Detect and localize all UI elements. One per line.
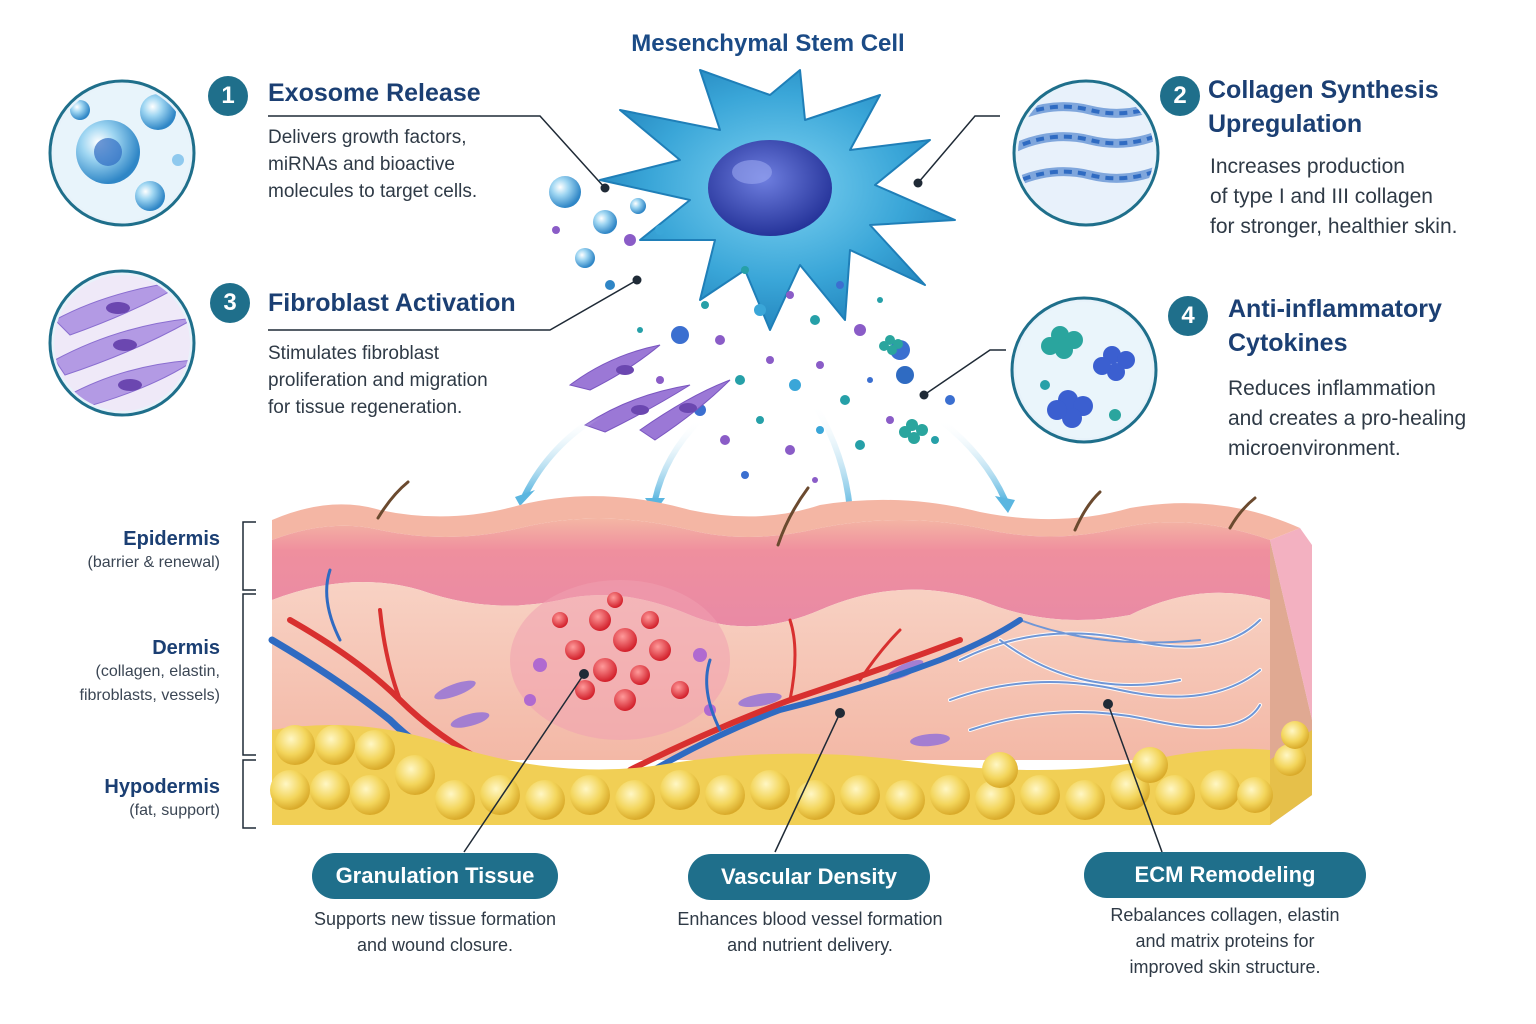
- outcome-desc-vascular-density: Enhances blood vessel formation and nutr…: [677, 909, 943, 955]
- layer-label-epidermis: Epidermis (barrier & renewal): [87, 528, 220, 571]
- granulation-cells: [524, 592, 716, 716]
- cytokine-thumbnail: [1010, 296, 1158, 444]
- outcome-label-vascular-density: Vascular Density: [688, 854, 930, 900]
- fat-cells: [270, 721, 1309, 820]
- panel-title-exosome-release: Exosome Release: [268, 79, 481, 107]
- flow-arrows: [522, 402, 1008, 513]
- layer-label-dermis: Dermis (collagen, elastin, fibroblasts, …: [79, 637, 221, 704]
- exosome-thumbnail: [48, 79, 196, 227]
- layer-brackets: [242, 521, 256, 829]
- ecm-fibers: [948, 618, 1262, 732]
- diagram-title: Mesenchymal Stem Cell: [631, 30, 905, 57]
- step-badge-1: 1: [208, 76, 248, 116]
- secreted-particles: [549, 176, 955, 483]
- outcome-desc-granulation-tissue: Supports new tissue formation and wound …: [313, 909, 557, 955]
- panel-title-anti-inflammatory: Anti-inflammatory Cytokines: [1228, 295, 1442, 357]
- outcome-leader-lines: [463, 673, 1163, 853]
- outcome-label-granulation-tissue: Granulation Tissue: [312, 853, 558, 899]
- step-badge-3: 3: [210, 283, 250, 323]
- collagen-thumbnail: [1012, 79, 1160, 227]
- panel-title-fibroblast-activation: Fibroblast Activation: [268, 289, 516, 317]
- panel-title-collagen-synthesis: Collagen Synthesis Upregulation: [1208, 76, 1439, 138]
- panel-desc-anti-inflammatory: Reduces inflammation and creates a pro-h…: [1228, 377, 1467, 460]
- panel-desc-exosome-release: Delivers growth factors, miRNAs and bioa…: [268, 127, 478, 202]
- panel-leader-lines: [268, 115, 1006, 396]
- skin-cross-section: [268, 480, 1312, 825]
- panel-desc-fibroblast-activation: Stimulates fibroblast proliferation and …: [268, 343, 488, 418]
- stem-cell-illustration: [599, 69, 956, 331]
- fibroblast-thumbnail: [48, 269, 196, 417]
- outcome-desc-ecm-remodeling: Rebalances collagen, elastin and matrix …: [1110, 905, 1340, 977]
- layer-label-hypodermis: Hypodermis (fat, support): [104, 776, 220, 819]
- hairs: [376, 480, 1257, 547]
- step-badge-2: 2: [1160, 76, 1200, 116]
- panel-desc-collagen-synthesis: Increases production of type I and III c…: [1210, 155, 1458, 238]
- outcome-label-ecm-remodeling: ECM Remodeling: [1084, 852, 1366, 898]
- step-badge-4: 4: [1168, 296, 1208, 336]
